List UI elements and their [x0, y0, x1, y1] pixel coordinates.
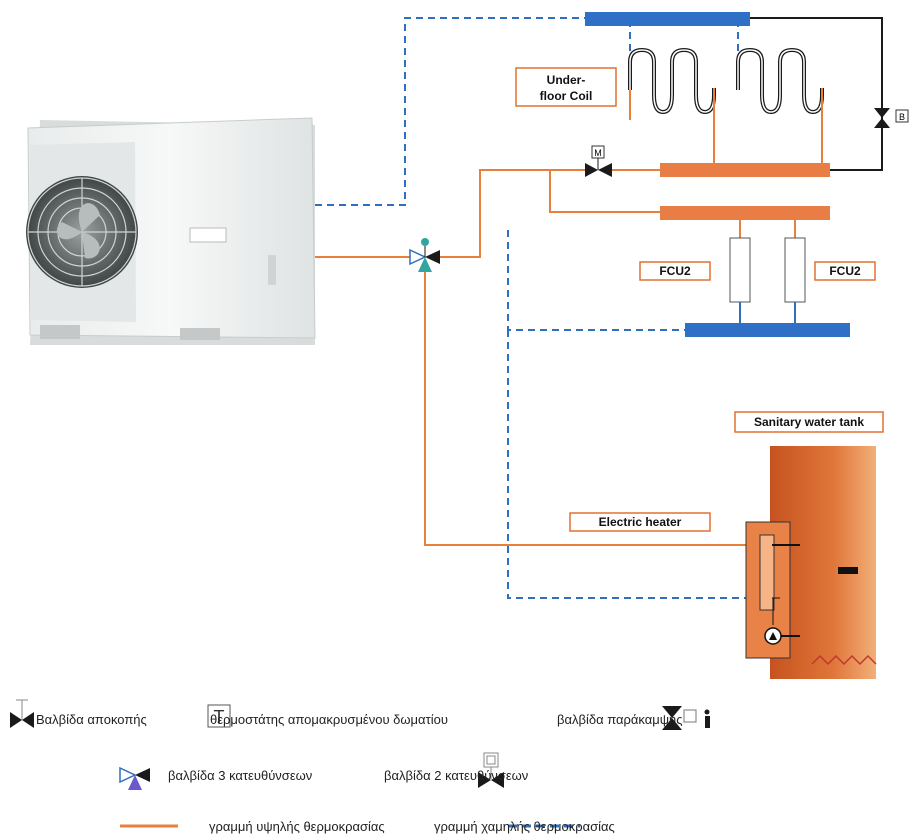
sanitary-water-tank-label: Sanitary water tank — [734, 411, 884, 433]
underfloor-coil-label: Under- floor Coil — [515, 67, 617, 107]
svg-text:Electric heater: Electric heater — [599, 515, 682, 529]
svg-text:Under-: Under- — [547, 73, 586, 87]
legend-two-way-valve-text: βαλβίδα 2 κατευθύνσεων — [384, 768, 529, 784]
top-cold-manifold — [585, 12, 750, 26]
svg-text:FCU2: FCU2 — [659, 264, 691, 278]
bypass-line — [750, 17, 883, 171]
svg-text:M: M — [594, 148, 602, 158]
legend-bypass-valve-icon — [662, 706, 710, 730]
fcu-unit-left — [729, 220, 751, 323]
two-way-motor-valve-icon: M — [585, 145, 612, 177]
fcu-label-left: FCU2 — [639, 261, 711, 281]
bottom-cold-manifold — [685, 323, 850, 337]
svg-text:Sanitary water tank: Sanitary water tank — [754, 415, 864, 429]
fcu-unit-right — [784, 220, 806, 323]
legend-thermostat-icon: T — [207, 704, 231, 728]
lower-hot-manifold — [660, 206, 830, 220]
heat-pump-unit — [26, 117, 316, 345]
svg-text:FCU2: FCU2 — [829, 264, 861, 278]
upper-hot-manifold — [660, 163, 830, 177]
svg-text:T: T — [214, 707, 225, 727]
legend-bypass-valve-text: βαλβίδα παράκαμψης — [557, 712, 683, 728]
legend-shutoff-valve-text: Βαλβίδα αποκοπής — [36, 712, 147, 728]
hot-supply-lines — [315, 88, 823, 546]
fcu-label-right: FCU2 — [814, 261, 876, 281]
legend-hot-line-text: γραμμή υψηλής θερμοκρασίας — [209, 819, 385, 835]
legend-three-way-valve-text: βαλβίδα 3 κατευθύνσεων — [168, 768, 313, 784]
electric-heater-label: Electric heater — [569, 512, 711, 532]
svg-text:floor Coil: floor Coil — [540, 89, 593, 103]
legend-cold-line-text: γραμμή χαμηλής θερμοκρασίας — [434, 819, 615, 835]
bypass-valve-icon: B — [874, 108, 909, 128]
heating-element-icon — [811, 654, 877, 666]
tank-indicator — [838, 567, 858, 574]
circulation-pump-icon — [764, 627, 800, 645]
three-way-valve-icon — [409, 238, 440, 272]
legend-two-way-valve-icon — [478, 752, 504, 788]
control-panel — [189, 227, 227, 243]
svg-text:B: B — [899, 112, 905, 122]
legend-three-way-valve-icon — [119, 766, 150, 790]
legend-thermostat-text: θερμοστάτης απομακρυσμένου δωματίου — [210, 712, 448, 728]
legend-shutoff-valve-icon — [10, 699, 34, 728]
